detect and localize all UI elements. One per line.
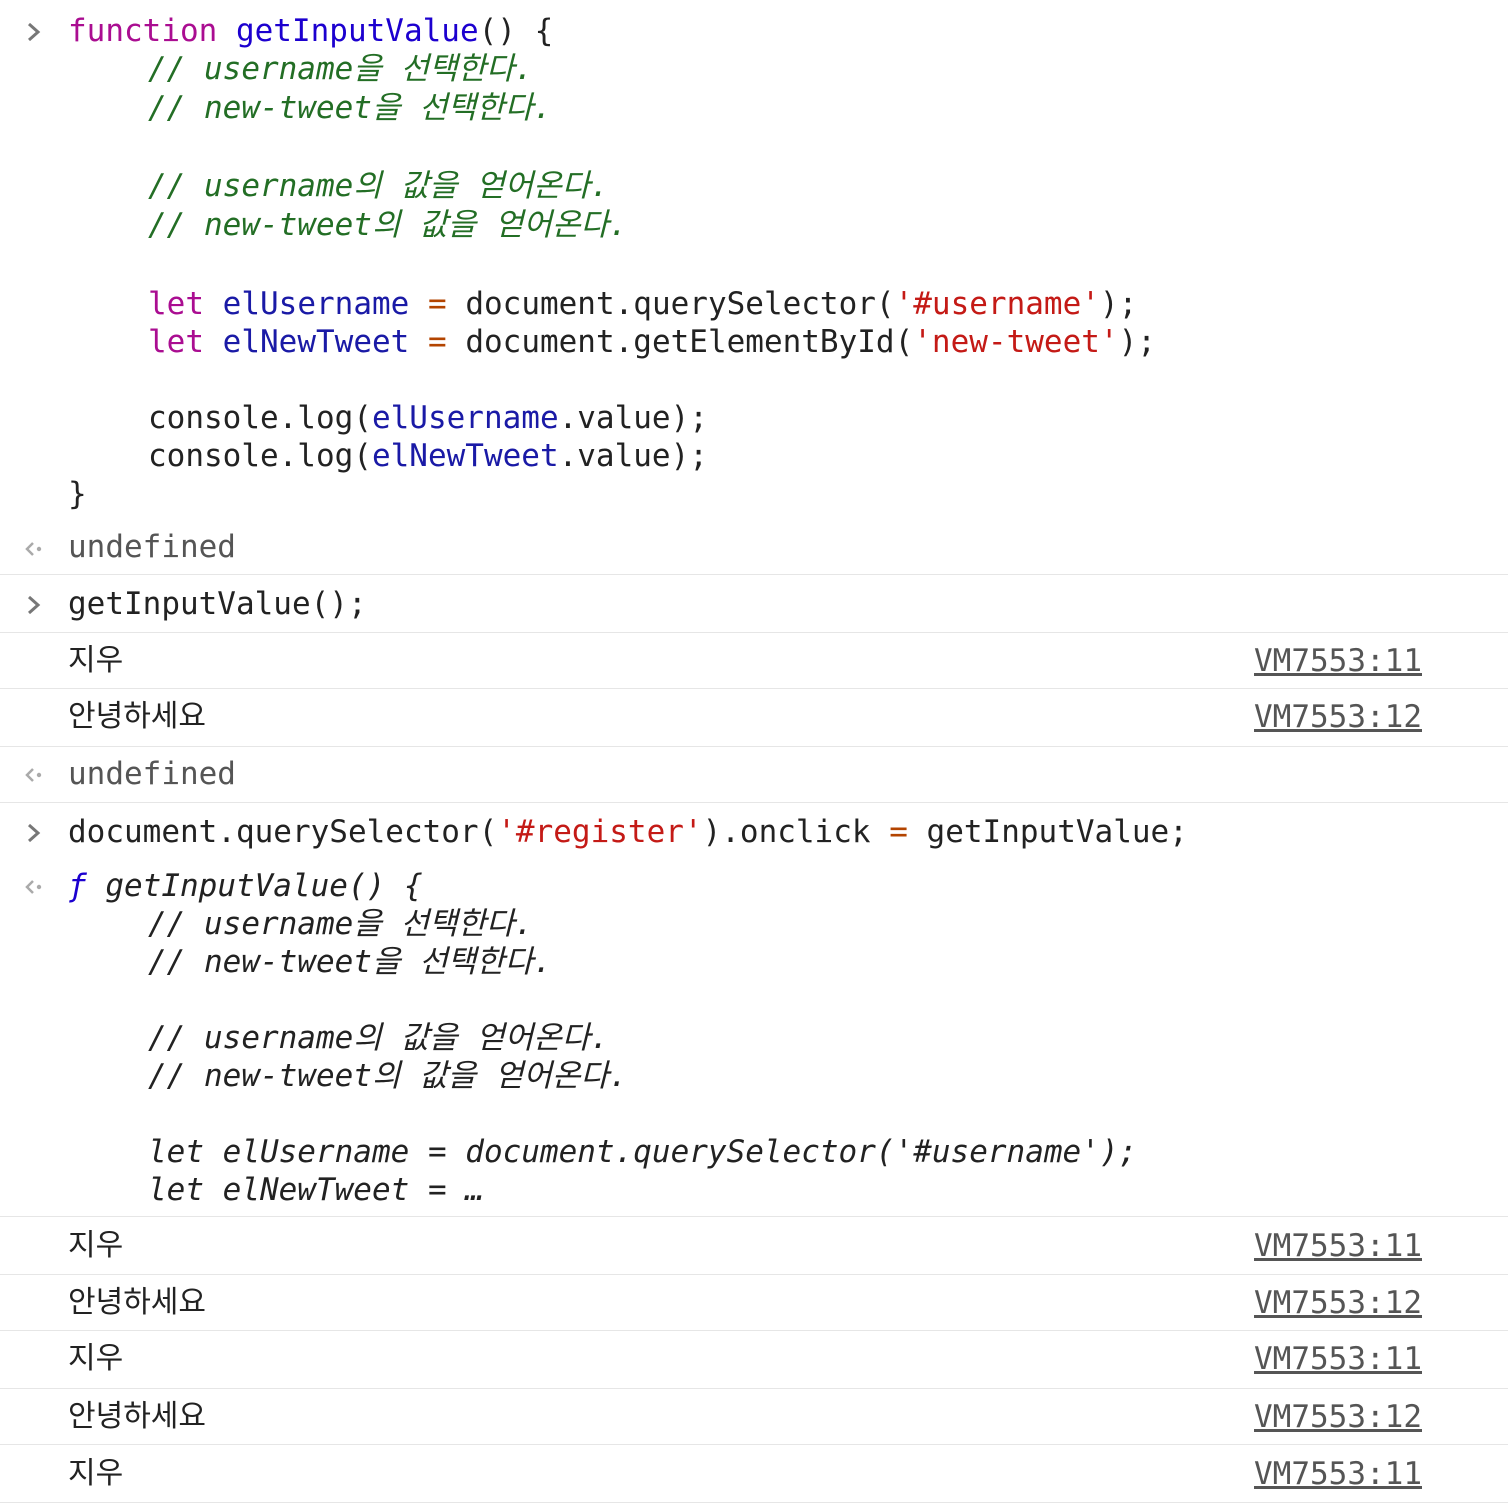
- log-message: 지우: [68, 1341, 124, 1376]
- console-log-row: 안녕하세요 VM7553:12: [0, 689, 1508, 747]
- console-input: document.querySelector('#register').oncl…: [0, 803, 1508, 858]
- log-message: 안녕하세요: [68, 1399, 206, 1434]
- comment-line: // new-tweet의 값을 얻어온다.: [148, 207, 628, 243]
- result-arrow-icon: [20, 530, 48, 568]
- input-code: document.querySelector('#register').oncl…: [68, 813, 1188, 851]
- variable: elUsername: [222, 286, 410, 322]
- result-value: undefined: [68, 756, 236, 792]
- log-source-link[interactable]: VM7553:11: [1254, 643, 1422, 679]
- punctuation: );: [1118, 324, 1156, 360]
- log-message: 안녕하세요: [68, 699, 206, 734]
- code-line: console.log(elUsername.value);: [68, 399, 708, 437]
- keyword: function: [68, 13, 218, 49]
- log-source-link[interactable]: VM7553:11: [1254, 1456, 1422, 1492]
- operator: =: [427, 286, 447, 322]
- log-source-link[interactable]: VM7553:12: [1254, 1399, 1422, 1435]
- console-result: undefined: [0, 520, 1508, 575]
- log-message: 안녕하세요: [68, 1285, 206, 1320]
- code-line: let elUsername = document.querySelector(…: [68, 285, 1137, 323]
- variable: elUsername: [371, 400, 559, 436]
- variable: elNewTweet: [222, 324, 410, 360]
- function-signature[interactable]: ƒ getInputValue() {: [68, 867, 423, 905]
- punctuation: );: [1099, 286, 1138, 322]
- variable: elNewTweet: [371, 438, 559, 474]
- console-log-row: 지우 VM7553:11: [0, 633, 1508, 689]
- console-log-row: 지우 VM7553:11: [0, 1331, 1508, 1389]
- input-prompt-icon: [20, 586, 48, 624]
- console-log-row: 안녕하세요 VM7553:12: [0, 1389, 1508, 1445]
- result-value: undefined: [68, 529, 236, 565]
- function-glyph: ƒ: [68, 868, 87, 904]
- console-result: undefined: [0, 747, 1508, 803]
- punctuation: () {: [478, 13, 554, 49]
- code-text: console.log(: [148, 400, 372, 436]
- code-line: let elNewTweet = …: [148, 1172, 484, 1208]
- input-code: getInputValue();: [68, 586, 367, 622]
- code-line: // username을 선택한다.: [148, 906, 534, 942]
- log-source-link[interactable]: VM7553:11: [1254, 1228, 1422, 1264]
- code-line: function getInputValue() {: [68, 12, 553, 50]
- code-line: // new-tweet을 선택한다.: [148, 944, 552, 980]
- code-text: getInputValue;: [907, 814, 1188, 850]
- operator: =: [427, 324, 447, 360]
- code-line: }: [68, 476, 87, 512]
- console-input: getInputValue();: [0, 575, 1508, 633]
- code-text: .value);: [558, 438, 708, 474]
- console-log-row: 지우 VM7553:11: [0, 1217, 1508, 1275]
- log-source-link[interactable]: VM7553:12: [1254, 1285, 1422, 1321]
- input-prompt-icon: [20, 814, 48, 852]
- log-message: 지우: [68, 643, 124, 678]
- log-message: 지우: [68, 1228, 124, 1263]
- log-message: 지우: [68, 1456, 124, 1491]
- log-source-link[interactable]: VM7553:12: [1254, 699, 1422, 735]
- input-prompt-icon: [20, 13, 48, 51]
- code-line: // username의 값을 얻어온다.: [148, 1020, 609, 1056]
- function-name: getInputValue: [235, 13, 479, 49]
- comment-line: // username을 선택한다.: [148, 51, 534, 87]
- code-text: ).onclick: [702, 814, 890, 850]
- code-text: .value);: [558, 400, 708, 436]
- operator: =: [889, 814, 908, 850]
- code-text: document.querySelector(: [68, 814, 498, 850]
- string: '#register': [497, 814, 703, 850]
- keyword: let: [148, 286, 204, 322]
- comment-line: // new-tweet을 선택한다.: [148, 90, 552, 126]
- code-text: console.log(: [148, 438, 372, 474]
- string: '#username': [894, 286, 1100, 322]
- code-text: document.querySelector(: [465, 286, 895, 322]
- function-signature-text: getInputValue() {: [86, 868, 423, 904]
- result-arrow-icon: [20, 868, 48, 906]
- console-input-function-def: function getInputValue() { // username을 …: [0, 0, 1508, 520]
- log-source-link[interactable]: VM7553:11: [1254, 1341, 1422, 1377]
- code-text: document.getElementById(: [465, 324, 914, 360]
- result-arrow-icon: [20, 756, 48, 794]
- keyword: let: [148, 324, 204, 360]
- code-line: let elNewTweet = document.getElementById…: [68, 323, 1156, 361]
- code-line: // new-tweet의 값을 얻어온다.: [148, 1058, 628, 1094]
- comment-line: // username의 값을 얻어온다.: [148, 168, 609, 204]
- console-log-row: 안녕하세요 VM7553:12: [0, 1275, 1508, 1331]
- console-log-row: 지우 VM7553:11: [0, 1445, 1508, 1503]
- code-line: let elUsername = document.querySelector(…: [148, 1134, 1138, 1170]
- code-line: console.log(elNewTweet.value);: [68, 437, 708, 475]
- console-result-function: ƒ getInputValue() { // username을 선택한다. /…: [0, 858, 1508, 1217]
- string: 'new-tweet': [913, 324, 1119, 360]
